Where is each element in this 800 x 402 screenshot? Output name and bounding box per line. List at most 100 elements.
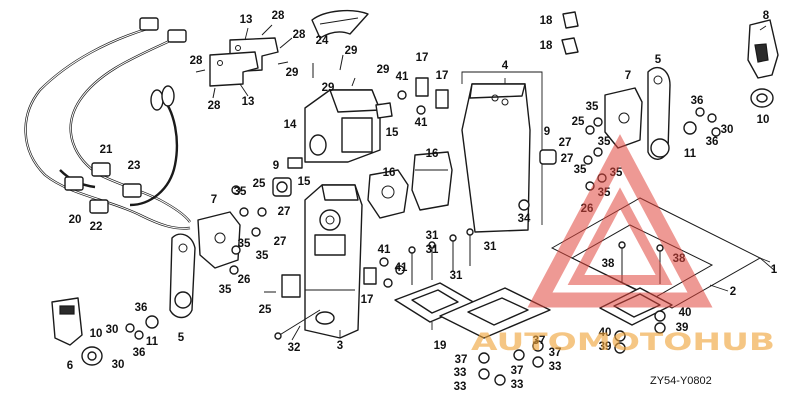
callout-7: 7	[211, 194, 217, 206]
grip-10-right	[750, 88, 774, 108]
callout-16: 16	[383, 167, 396, 179]
callout-27: 27	[561, 153, 574, 165]
callout-41: 41	[396, 71, 409, 83]
callout-29: 29	[286, 67, 299, 79]
lever-5-right	[647, 67, 671, 160]
callout-10: 10	[757, 114, 770, 126]
callout-31: 31	[450, 270, 463, 282]
callout-37: 37	[549, 347, 562, 359]
callout-11: 11	[684, 148, 697, 160]
callout-30: 30	[721, 124, 734, 136]
callout-27: 27	[274, 236, 287, 248]
callout-8: 8	[763, 10, 770, 22]
callout-30: 30	[112, 359, 125, 371]
callout-1: 1	[771, 264, 778, 276]
grip-10-left	[81, 346, 103, 366]
connector-top-a	[139, 17, 159, 31]
callout-27: 27	[559, 137, 572, 149]
callout-15: 15	[298, 176, 311, 188]
cover-24	[311, 9, 369, 39]
connector-20	[64, 176, 84, 191]
callout-13: 13	[242, 96, 255, 108]
callout-35: 35	[256, 250, 269, 262]
callout-41: 41	[415, 117, 428, 129]
callout-37: 37	[533, 335, 546, 347]
bolt-32	[274, 309, 321, 340]
cover-4	[461, 71, 543, 233]
callout-11: 11	[146, 336, 159, 348]
callout-41: 41	[378, 244, 391, 256]
callout-27: 27	[278, 206, 291, 218]
callout-17: 17	[361, 294, 374, 306]
callout-23: 23	[128, 160, 141, 172]
leader-lines	[239, 25, 775, 341]
clip-16	[367, 151, 453, 219]
knob-18	[561, 11, 579, 55]
callout-28: 28	[208, 100, 221, 112]
callout-25: 25	[253, 178, 266, 190]
callout-16: 16	[426, 148, 439, 160]
callout-38: 38	[602, 258, 615, 270]
housing-cap-14	[304, 54, 381, 163]
control-box-3	[304, 184, 363, 339]
connector-21	[91, 162, 111, 177]
callout-10: 10	[90, 328, 103, 340]
washers-right	[583, 107, 721, 191]
callout-39: 39	[599, 341, 612, 353]
callout-6: 6	[67, 360, 73, 372]
callout-29: 29	[345, 45, 358, 57]
callout-9: 9	[273, 160, 279, 172]
connector-top-b	[167, 29, 187, 43]
callout-31: 31	[426, 244, 439, 256]
callout-5: 5	[655, 54, 662, 66]
gasket-19	[394, 282, 551, 339]
callout-40: 40	[679, 307, 692, 319]
callout-36: 36	[133, 347, 146, 359]
connector-23	[122, 183, 142, 198]
callout-37: 37	[455, 354, 468, 366]
callout-28: 28	[190, 55, 203, 67]
watermark-logo: AUTOMOTOHUB	[471, 134, 775, 356]
callout-36: 36	[691, 95, 704, 107]
cap-9-right	[539, 149, 557, 165]
callout-41: 41	[395, 262, 408, 274]
connector-22	[89, 199, 109, 214]
callout-35: 35	[574, 164, 587, 176]
callout-37: 37	[511, 365, 524, 377]
callout-18: 18	[540, 40, 553, 52]
callout-35: 35	[586, 101, 599, 113]
clips-17-41	[363, 77, 449, 288]
callout-28: 28	[293, 29, 306, 41]
screw-25	[264, 274, 301, 298]
watermark-text: AUTOMOTOHUB	[471, 328, 775, 356]
bracket-7-left	[197, 211, 241, 269]
callout-35: 35	[234, 186, 247, 198]
callout-36: 36	[135, 302, 148, 314]
callout-19: 19	[434, 340, 447, 352]
callout-30: 30	[106, 324, 119, 336]
callout-36: 36	[706, 136, 719, 148]
callout-20: 20	[69, 214, 82, 226]
bracket-13-assembly	[195, 24, 293, 99]
callout-39: 39	[676, 322, 689, 334]
callout-31: 31	[484, 241, 497, 253]
callout-7: 7	[625, 70, 631, 82]
callouts: 1 2 3 4 5 5 6 7 7 8 9 9 10 10 11 11 13 1…	[67, 10, 778, 393]
callout-33: 33	[454, 381, 467, 393]
diagram-code: ZY54-Y0802	[650, 375, 712, 387]
callout-29: 29	[377, 64, 390, 76]
callout-35: 35	[238, 238, 251, 250]
bracket-7-right	[604, 87, 643, 149]
nuts-39-40	[614, 310, 666, 354]
knob-6	[51, 297, 83, 346]
callout-26: 26	[238, 274, 251, 286]
callout-13: 13	[240, 14, 253, 26]
callout-33: 33	[549, 361, 562, 373]
callout-28: 28	[272, 10, 285, 22]
callout-15: 15	[386, 127, 399, 139]
callout-25: 25	[572, 116, 585, 128]
callout-17: 17	[436, 70, 449, 82]
callout-18: 18	[540, 15, 553, 27]
callout-40: 40	[599, 327, 612, 339]
callout-29: 29	[322, 82, 335, 94]
